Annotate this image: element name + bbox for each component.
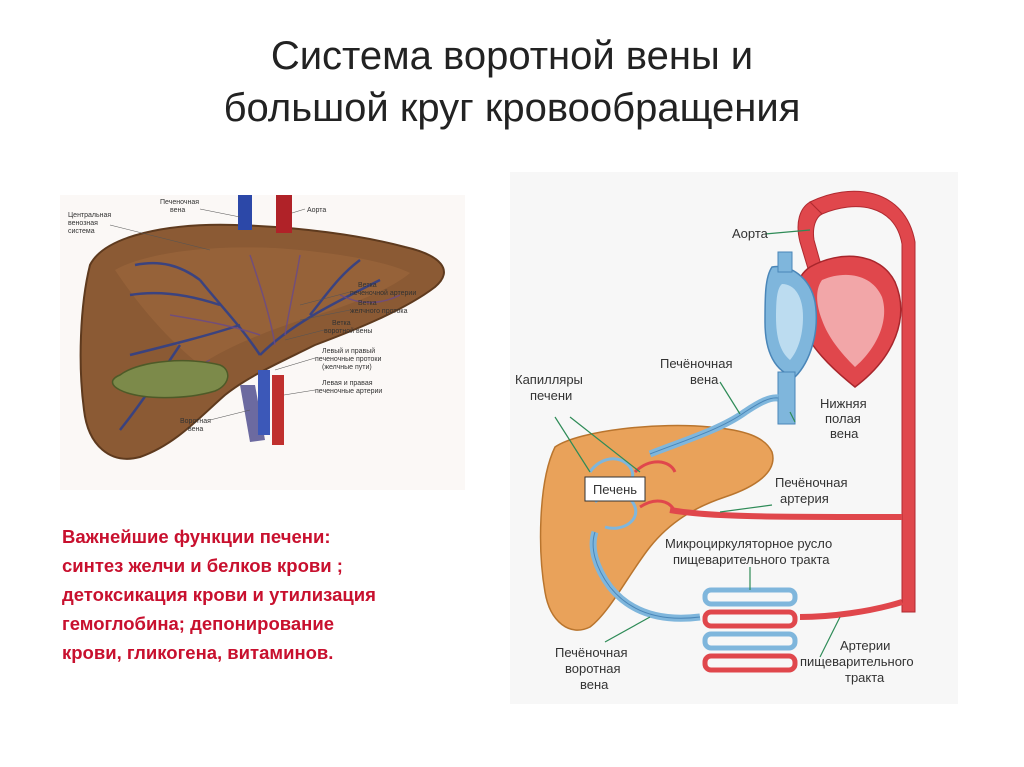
- label-hep-artery-branch-1: Ветка: [358, 282, 377, 289]
- label-central-venous-2: венозная: [68, 220, 98, 227]
- label-bile-duct-branch-1: Ветка: [358, 300, 377, 307]
- ivc-trunk: [258, 370, 270, 435]
- label-aorta: Аорта: [307, 207, 326, 214]
- slide-title: Система воротной вены и большой круг кро…: [0, 30, 1024, 134]
- label-hep-artery-branch-2: печеночной артерии: [350, 289, 416, 297]
- label-portal-branch-2: воротной вены: [324, 327, 372, 335]
- hepatic-artery-trunk: [272, 375, 284, 445]
- liver-highlight: [115, 247, 410, 365]
- label-gi-arteries-2: пищеварительного: [800, 654, 914, 669]
- circulation-leader-lines: [554, 229, 841, 658]
- slide-title-line-2: большой круг кровообращения: [223, 86, 801, 130]
- label-micro-2: пищеварительного тракта: [673, 552, 830, 567]
- label-portal-vein-2: вена: [188, 426, 203, 433]
- label-hepatic-artery-1: Печёночная: [775, 475, 848, 490]
- label-hepatic-vein-1: Печеночная: [160, 199, 199, 206]
- label-hepatic-artery-2: артерия: [780, 491, 829, 506]
- label-portal-branch-1: Ветка: [332, 320, 351, 327]
- label-portal-vein-right-2: воротная: [565, 661, 621, 676]
- label-central-venous-1: Центральная: [68, 212, 111, 219]
- slide-title-line-1: Система воротной вены и: [270, 34, 754, 78]
- heart: [764, 255, 902, 388]
- label-hepatic-vein-2: вена: [170, 207, 185, 214]
- hepatic-vein: [238, 195, 252, 230]
- label-gi-arteries-1: Артерии: [840, 638, 890, 653]
- label-portal-vein-1: Воротная: [180, 418, 211, 425]
- label-hepatic-arteries-1: Левая и правая: [322, 380, 373, 387]
- label-portal-vein-right-1: Печёночная: [555, 645, 628, 660]
- liver-anatomy-illustration: Центральная венозная система Печеночная …: [60, 195, 465, 490]
- label-hepatic-ducts-2: печеночные протоки: [315, 356, 381, 363]
- circulation-diagram: Печень Аорта Печёночная вена Капилляры п…: [510, 172, 958, 704]
- label-capillaries-2: печени: [530, 388, 572, 403]
- label-ivc-2: полая: [825, 411, 861, 426]
- label-hepatic-ducts-3: (желчные пути): [322, 364, 372, 371]
- gi-artery-path: [799, 599, 903, 620]
- functions-line-3: детоксикация крови и утилизация: [62, 584, 376, 605]
- liver-functions-text: Важнейшие функции печени: синтез желчи и…: [62, 522, 502, 667]
- gallbladder: [111, 359, 229, 399]
- label-hepatic-vein-right-2: вена: [690, 372, 719, 387]
- liver-label-box: [584, 476, 646, 502]
- label-gi-arteries-3: тракта: [845, 670, 885, 685]
- functions-line-4: гемоглобина; депонирование: [62, 613, 335, 634]
- label-central-venous-3: система: [68, 228, 95, 235]
- label-aorta-right: Аорта: [732, 226, 769, 241]
- label-capillaries-1: Капилляры: [515, 372, 583, 387]
- aorta-descending: [809, 190, 916, 613]
- label-bile-duct-branch-2: желчного протока: [350, 308, 408, 315]
- inferior-vena-cava: [777, 371, 796, 425]
- label-portal-vein-right-3: вена: [580, 677, 609, 692]
- leader-lines: [109, 208, 351, 421]
- label-hepatic-ducts-1: Левый и правый: [322, 347, 375, 355]
- label-ivc-3: вена: [830, 426, 859, 441]
- functions-line-2: синтез желчи и белков крови ;: [62, 555, 343, 576]
- functions-line-5: крови, гликогена, витаминов.: [62, 642, 334, 663]
- functions-line-1: Важнейшие функции печени:: [62, 526, 331, 547]
- label-ivc-1: Нижняя: [820, 396, 867, 411]
- label-hepatic-arteries-2: печеночные артерии: [315, 388, 382, 395]
- aorta-vessel: [276, 195, 292, 233]
- label-hepatic-vein-right-1: Печёночная: [660, 356, 733, 371]
- vena-cava-top: [777, 251, 793, 273]
- label-micro-1: Микроциркуляторное русло: [665, 536, 832, 551]
- liver-label: Печень: [593, 482, 637, 497]
- hepatic-artery-path: [669, 507, 903, 520]
